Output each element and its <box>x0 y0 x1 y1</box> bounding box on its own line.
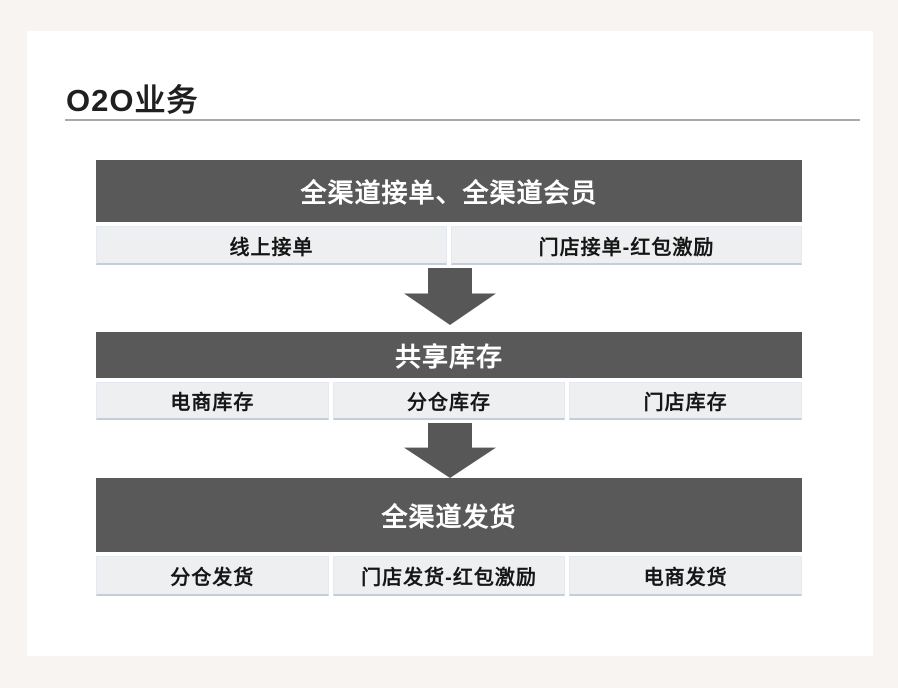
section-header-omnichannel-shipping: 全渠道发货 <box>96 478 802 552</box>
down-arrow-icon <box>404 423 496 478</box>
section-header-shared-inventory: 共享库存 <box>96 332 802 378</box>
flow-cell-warehouse-shipping: 分仓发货 <box>96 556 329 596</box>
section-header-omnichannel-order: 全渠道接单、全渠道会员 <box>96 160 802 222</box>
down-arrow-icon <box>404 268 496 325</box>
section-row-omnichannel-shipping: 分仓发货 门店发货-红包激励 电商发货 <box>96 556 802 596</box>
section-row-shared-inventory: 电商库存 分仓库存 门店库存 <box>96 382 802 420</box>
page-title: O2O业务 <box>66 83 199 118</box>
title-divider <box>65 119 860 121</box>
flow-cell-store-order-redpacket: 门店接单-红包激励 <box>451 226 802 265</box>
flow-cell-warehouse-inventory: 分仓库存 <box>332 382 566 420</box>
section-row-omnichannel-order: 线上接单 门店接单-红包激励 <box>96 226 802 265</box>
flow-cell-ecommerce-inventory: 电商库存 <box>96 382 329 420</box>
flow-cell-ecommerce-shipping: 电商发货 <box>569 556 802 596</box>
flow-cell-store-shipping-redpacket: 门店发货-红包激励 <box>332 556 566 596</box>
flow-cell-online-order: 线上接单 <box>96 226 447 265</box>
flow-cell-store-inventory: 门店库存 <box>569 382 802 420</box>
slide-canvas: O2O业务 全渠道接单、全渠道会员 线上接单 门店接单-红包激励 共享库存 电商… <box>27 31 873 656</box>
